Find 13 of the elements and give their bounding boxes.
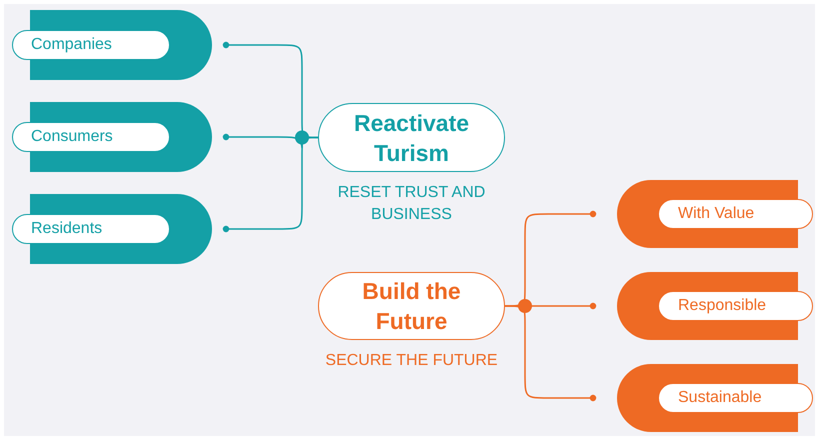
category-label: With Value — [658, 199, 813, 229]
category-label: Sustainable — [658, 383, 813, 413]
category-label: Consumers — [12, 122, 170, 152]
category-label: Responsible — [658, 291, 813, 321]
topic-title: Reactivate Turism — [352, 108, 470, 168]
category-label: Companies — [12, 30, 170, 60]
subtitle: RESET TRUST AND BUSINESS — [336, 183, 486, 225]
category-label: Residents — [12, 214, 170, 244]
connector-line — [505, 305, 596, 402]
topic-title: Build the Future — [361, 277, 462, 336]
connector-line — [222, 136, 318, 232]
subtitle: SECURE THE FUTURE — [324, 351, 499, 371]
connector-line — [222, 132, 318, 148]
